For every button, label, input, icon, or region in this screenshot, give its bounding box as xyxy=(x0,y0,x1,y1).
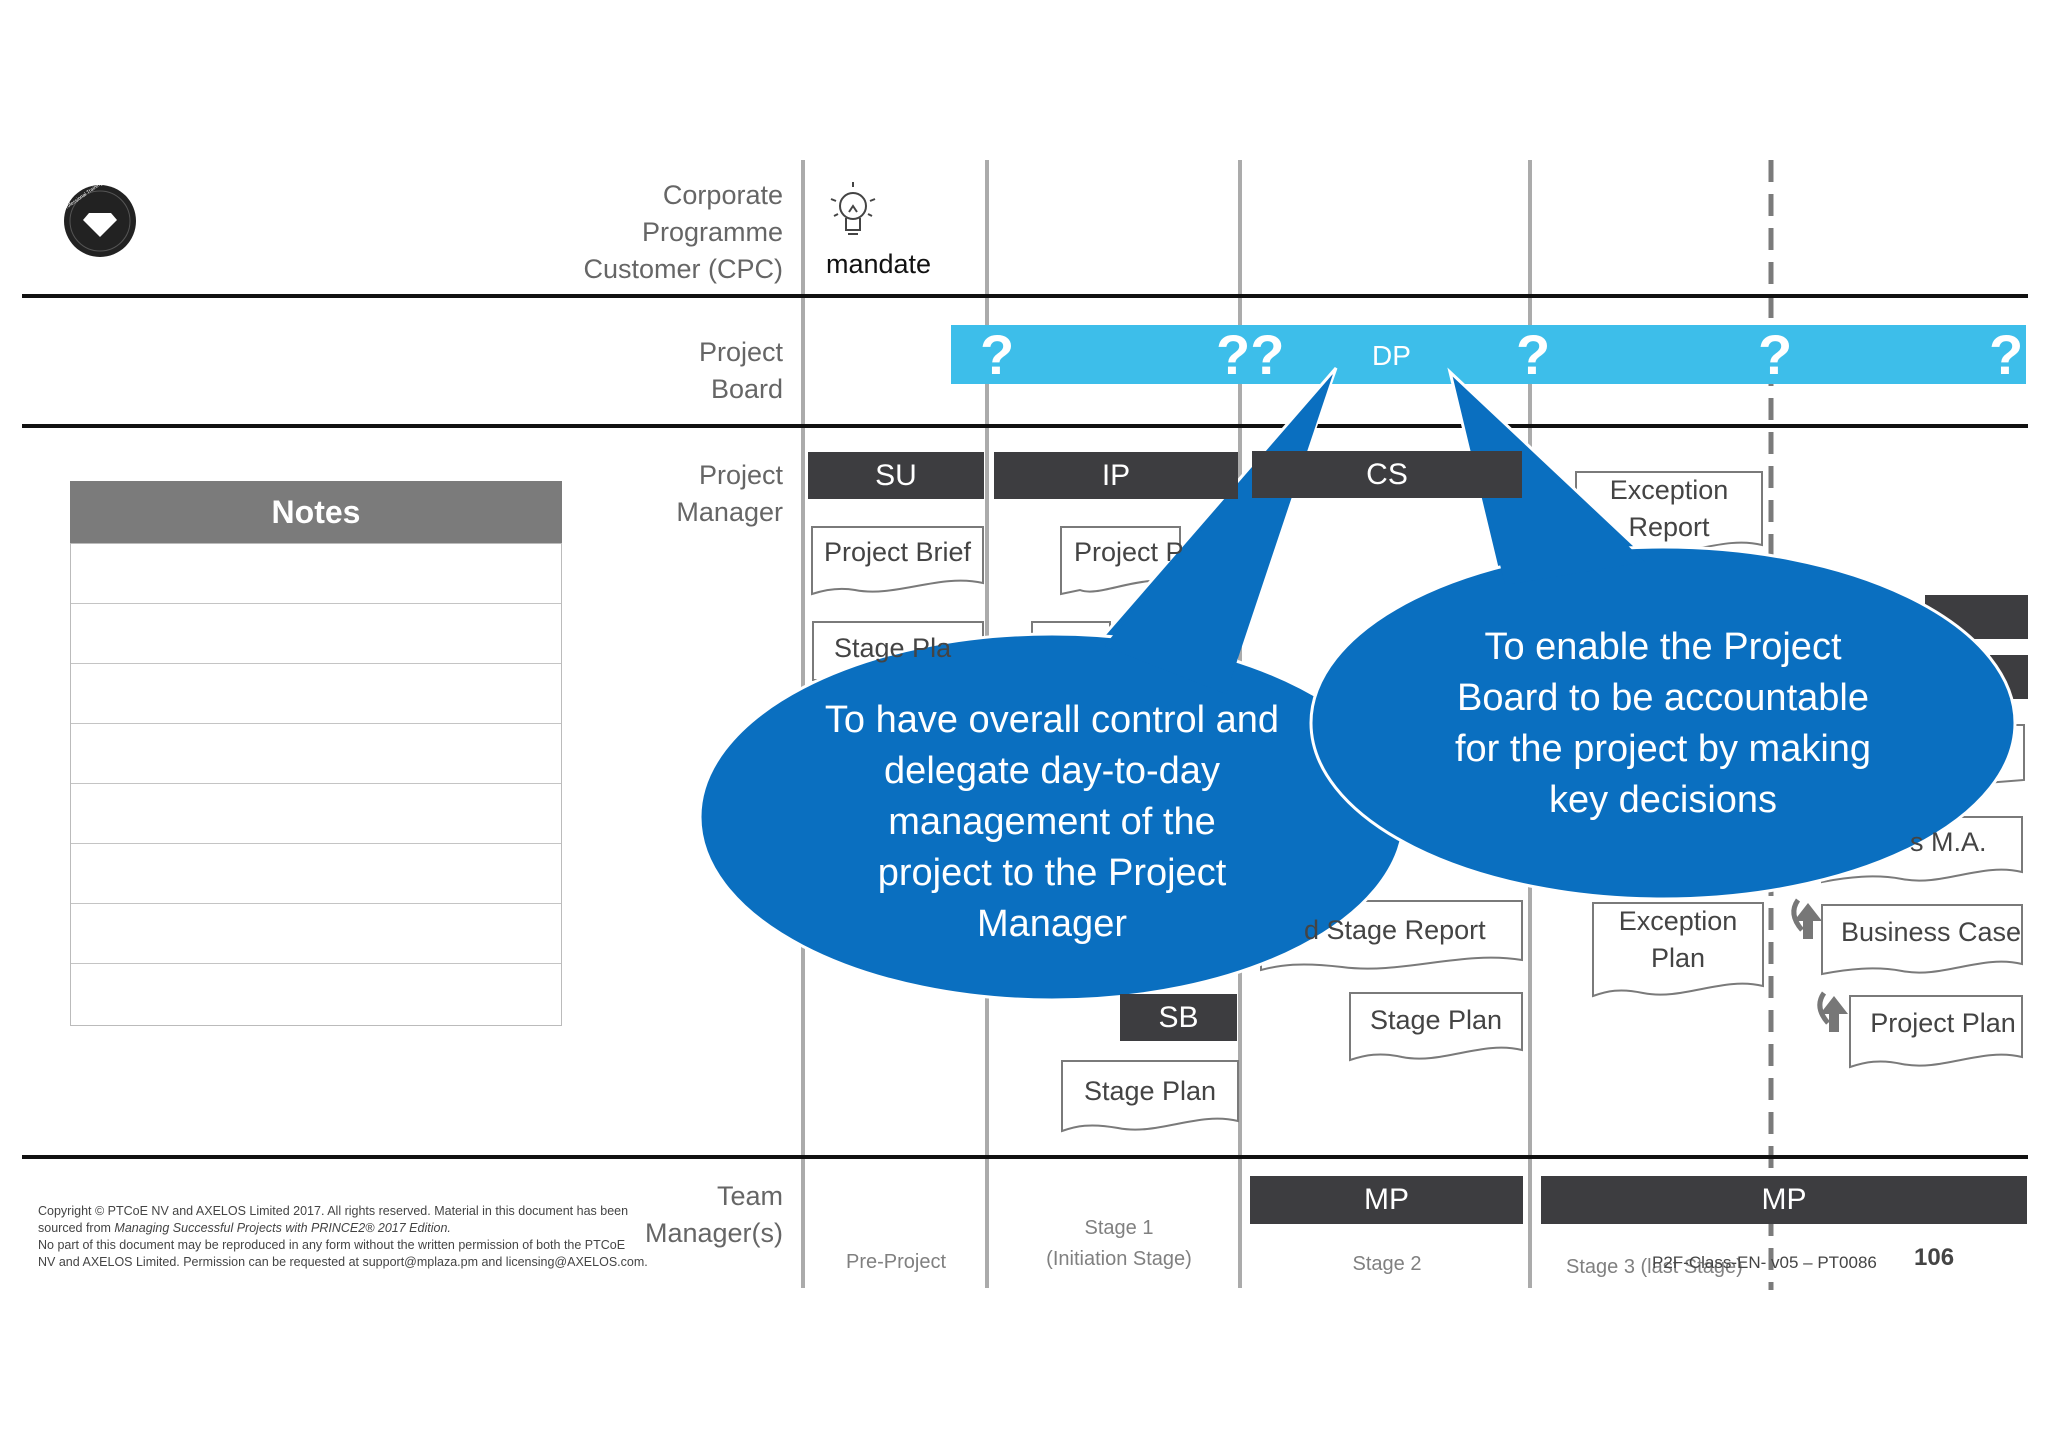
notes-row[interactable] xyxy=(71,664,561,724)
document-stage-plan-partial: Stage Pla xyxy=(834,633,952,663)
notes-row[interactable] xyxy=(71,784,561,844)
notes-row[interactable] xyxy=(71,544,561,604)
callout-left-text: To have overall control and delegate day… xyxy=(824,699,1280,945)
directing-a-project-bar xyxy=(951,325,2026,384)
lane-separator xyxy=(22,294,2028,298)
document-project-plan: Project Plan xyxy=(1870,1008,2016,1038)
document-exception-plan: Exception Plan xyxy=(1618,906,1738,973)
document-lessons-partial: s M.A. xyxy=(1910,827,1987,857)
diamond-icon xyxy=(83,213,117,237)
stage-label-stage-3: Stage 3 (last Stage) xyxy=(1566,1256,1743,1278)
document-project-brief: Project Brief xyxy=(823,537,972,567)
question-mark: ?? xyxy=(1216,323,1285,386)
notes-panel[interactable] xyxy=(70,543,562,1026)
process-mp-stage3: MP xyxy=(1541,1176,2027,1224)
question-mark: ? xyxy=(980,323,1015,386)
question-mark: ? xyxy=(1989,323,2024,386)
update-arrows-icon xyxy=(1817,991,1848,1032)
document-stage-plan: Stage Plan xyxy=(1369,1005,1503,1035)
lane-label-project-board: Project Board xyxy=(698,337,783,404)
lane-separator xyxy=(22,424,2028,428)
speech-bubble-right xyxy=(1309,545,2017,901)
document-end-stage-report: d Stage Report xyxy=(1304,915,1486,945)
document-business-case: Business Case xyxy=(1840,917,2022,947)
notes-row[interactable] xyxy=(71,724,561,784)
notes-row[interactable] xyxy=(71,964,561,1023)
document-exception-report: Exception Report xyxy=(1609,475,1729,542)
mandate-label: mandate xyxy=(826,249,932,279)
process-sb: SB xyxy=(1120,994,1237,1041)
stage-label-pre-project: Pre-Project xyxy=(845,1251,947,1273)
logo xyxy=(64,185,136,257)
dp-label: DP xyxy=(1372,340,1411,371)
document-shape xyxy=(1061,1060,1239,1133)
stage-label-stage-2: Stage 2 xyxy=(1352,1253,1422,1275)
document-shape xyxy=(1821,904,2023,976)
lightbulb-icon xyxy=(830,182,876,235)
notes-row[interactable] xyxy=(71,844,561,904)
stage-label-stage-1: Stage 1 (Initiation Stage) xyxy=(1046,1217,1192,1270)
page-number: 106 xyxy=(1914,1244,1955,1271)
document-project-plan-partial: Project P xyxy=(1074,537,1184,567)
process-cs: CS xyxy=(1252,451,1522,498)
update-arrows-icon xyxy=(1791,898,1822,939)
copyright-notice: Copyright © PTCoE NV and AXELOS Limited … xyxy=(38,1204,648,1269)
notes-row[interactable] xyxy=(71,904,561,964)
document-shape xyxy=(811,526,984,596)
process-su: SU xyxy=(808,452,984,499)
notes-row[interactable] xyxy=(71,604,561,664)
document-shape xyxy=(1849,995,2023,1069)
course-code: P2F-Class-EN- v05 – PT0086 xyxy=(1652,1253,1877,1272)
process-ip: IP xyxy=(994,452,1238,499)
callout-right-text: To enable the Project Board to be accoun… xyxy=(1454,626,1872,821)
question-mark: ? xyxy=(1758,323,1793,386)
notes-header: Notes xyxy=(70,481,562,543)
document-stage-plan: Stage Plan xyxy=(1083,1076,1217,1106)
process-mp-stage2: MP xyxy=(1250,1176,1523,1224)
document-shape xyxy=(1592,902,1764,998)
question-mark: ? xyxy=(1516,323,1551,386)
lane-label-team-manager: Team Manager(s) xyxy=(644,1181,783,1248)
lane-label-cpc: Corporate Programme Customer (CPC) xyxy=(583,180,783,284)
document-shape xyxy=(1349,992,1523,1062)
lane-separator xyxy=(22,1155,2028,1159)
lane-label-project-manager: Project Manager xyxy=(676,460,783,527)
